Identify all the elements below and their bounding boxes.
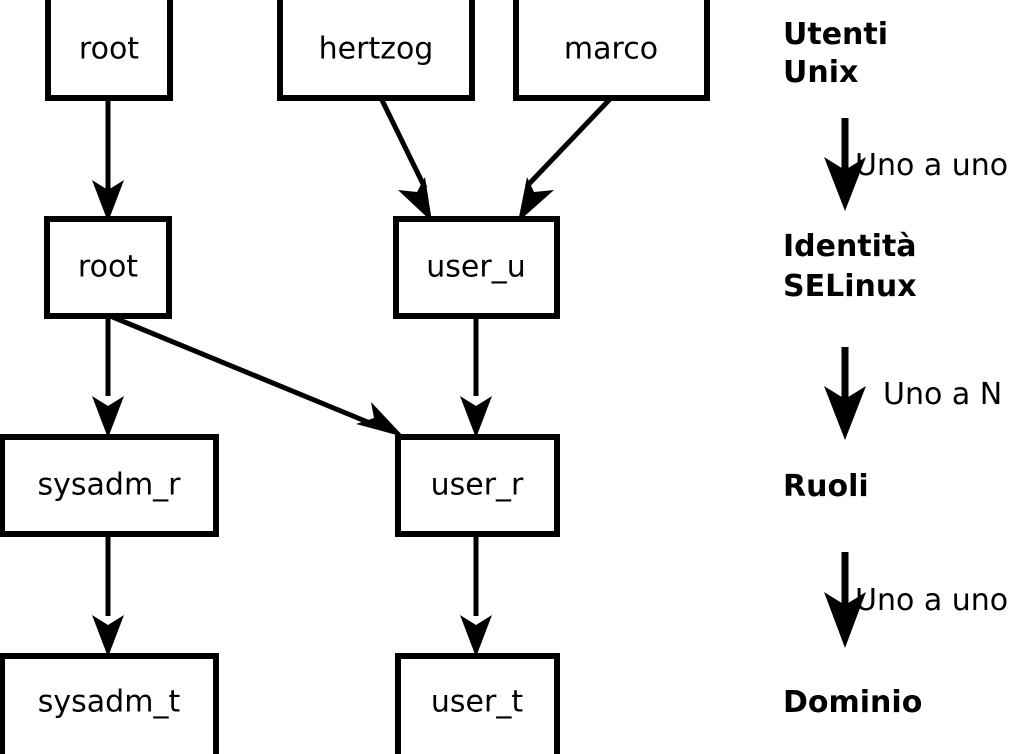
stage-dominio: Dominio [783, 685, 922, 720]
node-identity-root[interactable]: root [44, 216, 172, 319]
node-unix-hertzog[interactable]: hertzog [277, 0, 475, 101]
edge-hertzog-to-user-u [378, 96, 432, 222]
edge-marco-to-user-u [518, 96, 613, 222]
node-unix-root-label: root [79, 32, 139, 67]
edge-user-u-to-user-r [460, 316, 492, 438]
relation-roles-to-domain-label: Uno a uno [855, 583, 1008, 618]
relation-unix-to-identity-label: Uno a uno [855, 148, 1008, 183]
edge-user-r-to-user-t [460, 534, 492, 657]
edge-identity-root-to-sysadm-r [92, 316, 124, 438]
edge-unix-root-to-identity-root [92, 98, 124, 222]
stage-utenti-unix-line1: Utenti [783, 17, 888, 52]
node-domain-user-t-label: user_t [431, 685, 523, 720]
node-identity-user-u-label: user_u [426, 250, 525, 285]
stage-identita-selinux-line2: SELinux [783, 269, 917, 304]
relation-unix-to-identity: Uno a uno [824, 118, 1008, 211]
node-role-sysadm-r[interactable]: sysadm_r [0, 434, 219, 537]
relation-roles-to-domain: Uno a uno [824, 552, 1008, 648]
edge-sysadm-r-to-sysadm-t [92, 534, 124, 657]
stage-utenti-unix-line2: Unix [783, 55, 858, 90]
stage-dominio-line1: Dominio [783, 685, 922, 720]
node-role-sysadm-r-label: sysadm_r [38, 468, 182, 503]
edge-identity-root-to-user-r [109, 313, 404, 437]
stage-ruoli: Ruoli [783, 469, 869, 504]
node-domain-user-t[interactable]: user_t [395, 653, 560, 754]
node-identity-user-u[interactable]: user_u [393, 216, 560, 319]
stage-identita-selinux-line1: Identità [783, 229, 917, 264]
relation-identity-to-roles: Uno a N [824, 347, 1002, 440]
node-identity-root-label: root [78, 250, 138, 285]
node-domain-sysadm-t[interactable]: sysadm_t [0, 653, 219, 754]
node-unix-hertzog-label: hertzog [319, 32, 434, 67]
relation-identity-to-roles-label: Uno a N [883, 377, 1002, 412]
stage-ruoli-line1: Ruoli [783, 469, 869, 504]
node-role-user-r[interactable]: user_r [395, 434, 560, 537]
stage-utenti-unix: Utenti Unix [783, 17, 888, 90]
node-unix-marco-label: marco [564, 32, 658, 67]
node-role-user-r-label: user_r [431, 468, 524, 503]
stage-identita-selinux: Identità SELinux [783, 229, 917, 304]
node-unix-marco[interactable]: marco [513, 0, 710, 101]
node-domain-sysadm-t-label: sysadm_t [38, 685, 181, 720]
node-unix-root[interactable]: root [45, 0, 173, 101]
